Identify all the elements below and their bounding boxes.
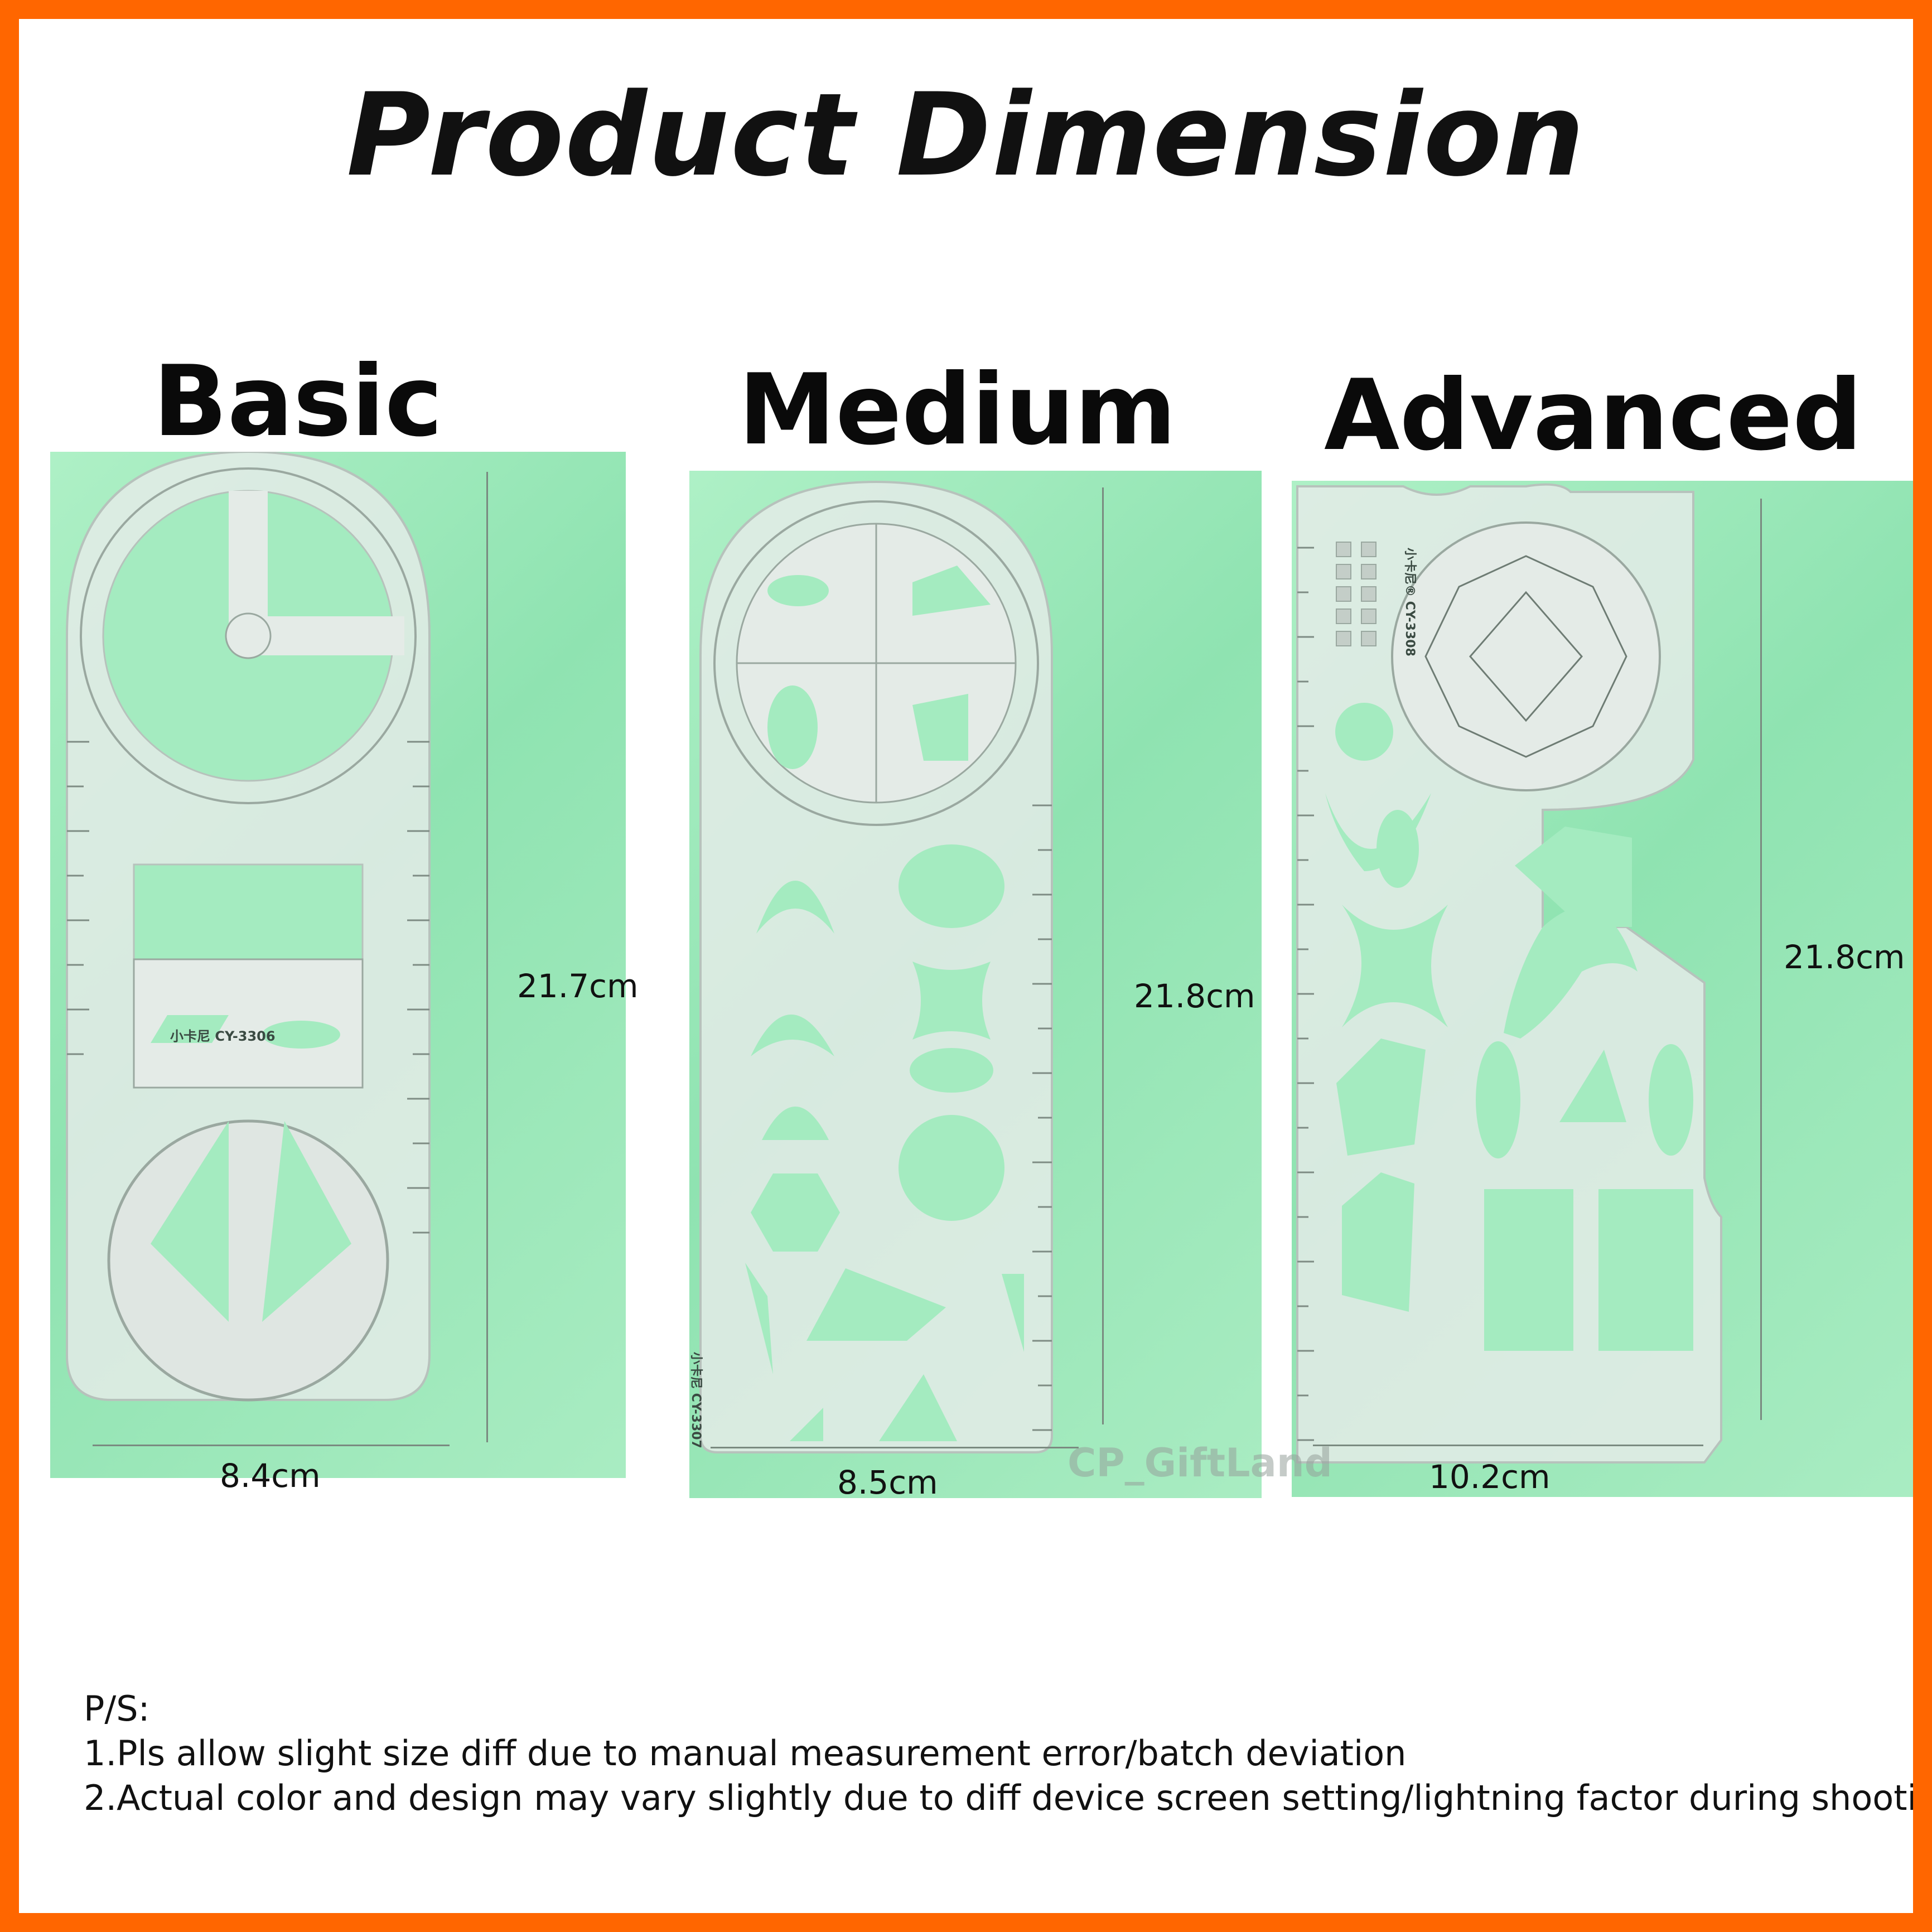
medium-product-photo: 小卡尼 CY-3307 (689, 471, 1262, 1498)
basic-width-label: 8.4cm (220, 1457, 321, 1495)
basic-height-line (486, 472, 488, 1442)
advanced-product-photo: 小卡尼® CY-3308 (1292, 481, 1913, 1497)
medium-ruler-illustration (699, 480, 1053, 1453)
medium-height-label: 21.8cm (1134, 977, 1255, 1015)
medium-height-line (1102, 487, 1104, 1424)
medium-width-line (711, 1447, 1079, 1448)
variant-label-medium: Medium (738, 354, 1177, 467)
advanced-ruler-illustration (1296, 483, 1722, 1464)
medium-model-code: 小卡尼 CY-3307 (689, 1352, 703, 1448)
advanced-height-line (1760, 499, 1762, 1420)
note-line-2: 2.Actual color and design may vary sligh… (84, 1778, 1932, 1818)
notes-section: P/S: 1.Pls allow slight size diff due to… (84, 1687, 1932, 1820)
advanced-width-label: 10.2cm (1429, 1458, 1551, 1496)
basic-width-line (93, 1445, 450, 1446)
notes-heading: P/S: (84, 1688, 150, 1729)
basic-ruler-illustration (66, 452, 431, 1402)
variant-label-basic: Basic (153, 345, 443, 458)
variant-label-advanced: Advanced (1324, 359, 1863, 472)
note-line-1: 1.Pls allow slight size diff due to manu… (84, 1733, 1407, 1774)
watermark: CP_GiftLand (1068, 1440, 1332, 1486)
advanced-model-code: 小卡尼® CY-3308 (1403, 548, 1417, 656)
advanced-height-label: 21.8cm (1784, 938, 1905, 976)
basic-height-label: 21.7cm (517, 967, 639, 1005)
page-title: Product Dimension (346, 69, 1586, 202)
advanced-width-line (1313, 1445, 1703, 1446)
medium-width-label: 8.5cm (837, 1464, 938, 1501)
basic-model-code: 小卡尼 CY-3306 (170, 1028, 276, 1044)
basic-product-photo: 小卡尼 CY-3306 (50, 452, 626, 1478)
